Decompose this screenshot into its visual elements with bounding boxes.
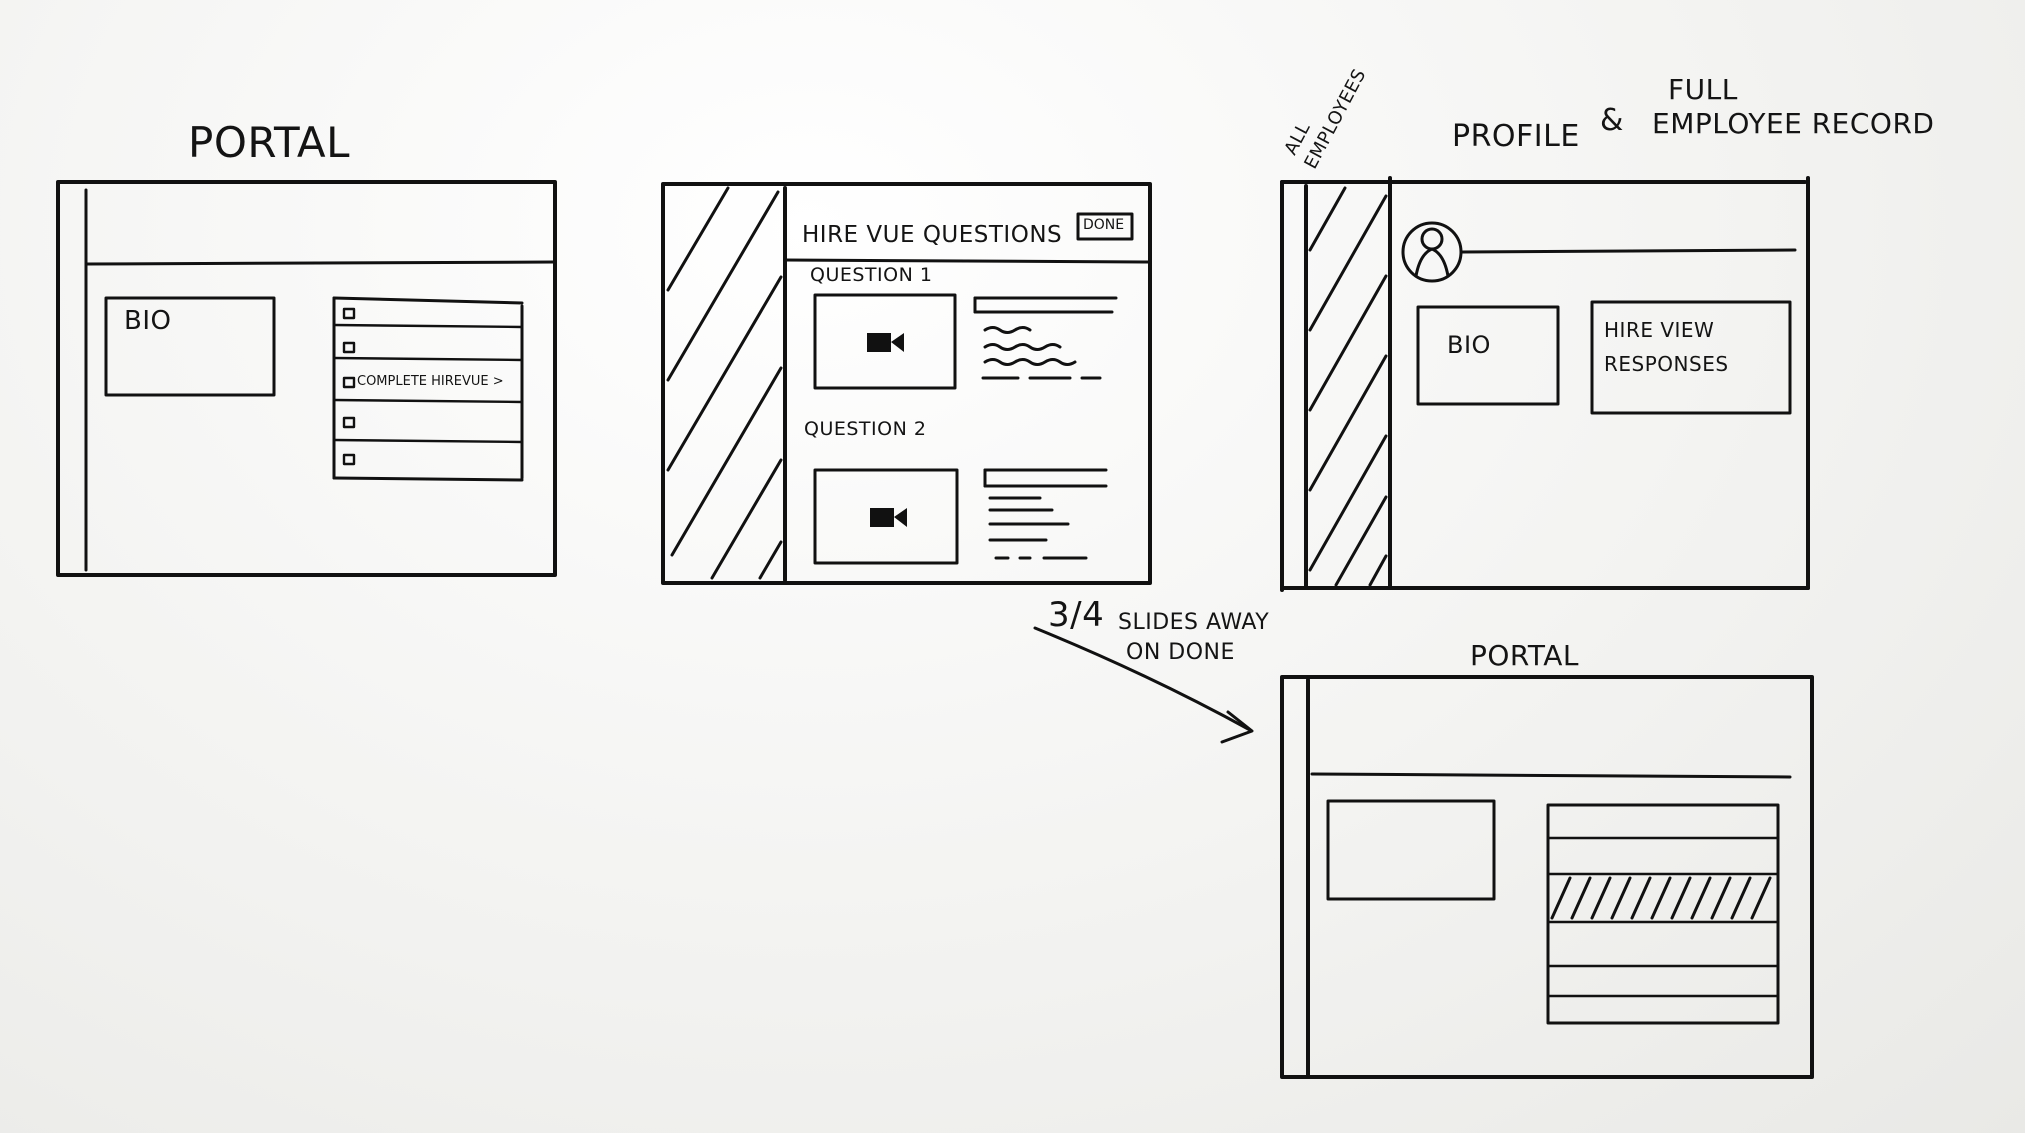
annotation-line1: Slides away [1118, 610, 1270, 635]
portal2-frame [1280, 675, 1814, 1079]
question1-video-box [813, 293, 957, 390]
portal-bio-box [104, 296, 276, 397]
portal-header-divider [84, 260, 557, 266]
hirevue-header-title: Hire Vue Questions [802, 222, 1063, 248]
portal2-task-list [1546, 803, 1780, 1025]
profile-title-line2: Employee Record [1652, 107, 1935, 140]
portal-task-list [332, 296, 524, 482]
annotation-line2: on Done [1126, 640, 1235, 665]
question2-video-box [813, 468, 959, 565]
hire-view-responses-line2: Responses [1604, 352, 1729, 376]
profile-header-divider [1460, 248, 1797, 254]
checkbox-icon [342, 376, 356, 389]
complete-hirevue-task-label: Complete HireVue > [357, 374, 504, 389]
profile-bio-box [1416, 305, 1560, 406]
slide-away-arrow [1033, 626, 1254, 744]
portal2-bio-box [1326, 799, 1496, 901]
portal-title: Portal [188, 118, 351, 167]
hire-view-responses-box [1590, 300, 1792, 415]
done-button-label: Done [1083, 217, 1125, 233]
checkbox-icon [342, 453, 356, 466]
video-camera-icon [870, 508, 907, 527]
portal-after-done-title: Portal [1470, 639, 1580, 672]
completed-row-hatching [1550, 876, 1772, 920]
portal-frame [56, 180, 557, 577]
profile-title-full: Full [1668, 73, 1738, 106]
video-camera-icon [867, 333, 904, 352]
checkbox-icon [342, 307, 356, 320]
portal-wireframe [56, 180, 557, 577]
question2-label: Question 2 [804, 418, 927, 440]
person-avatar-icon [1401, 221, 1463, 283]
profile-bio-label: Bio [1447, 331, 1491, 359]
question2-notes [983, 468, 1108, 560]
hirevue-frame [661, 182, 1152, 585]
checkbox-icon [342, 416, 356, 429]
portal2-header-divider [1310, 772, 1792, 779]
question1-notes [973, 296, 1118, 380]
portal2-task-list-box [1546, 803, 1780, 1025]
hirevue-header-divider [783, 258, 1152, 264]
employees-panel-hatching [1308, 186, 1388, 587]
profile-title-line1: Profile [1452, 119, 1580, 154]
done-button-sketch [1076, 212, 1134, 241]
portal-bio-label: Bio [124, 306, 172, 336]
annotation-fraction: 3/4 [1048, 595, 1105, 635]
hirevue-sidebar-hatching [666, 186, 783, 580]
hirevue-wireframe [661, 182, 1152, 585]
portal-after-done-wireframe [1280, 675, 1814, 1079]
profile-title-amp: & [1600, 103, 1624, 138]
question1-label: Question 1 [810, 264, 933, 286]
hire-view-responses-line1: Hire View [1604, 318, 1715, 342]
profile-wireframe [1280, 176, 1810, 592]
checkbox-icon [342, 341, 356, 354]
